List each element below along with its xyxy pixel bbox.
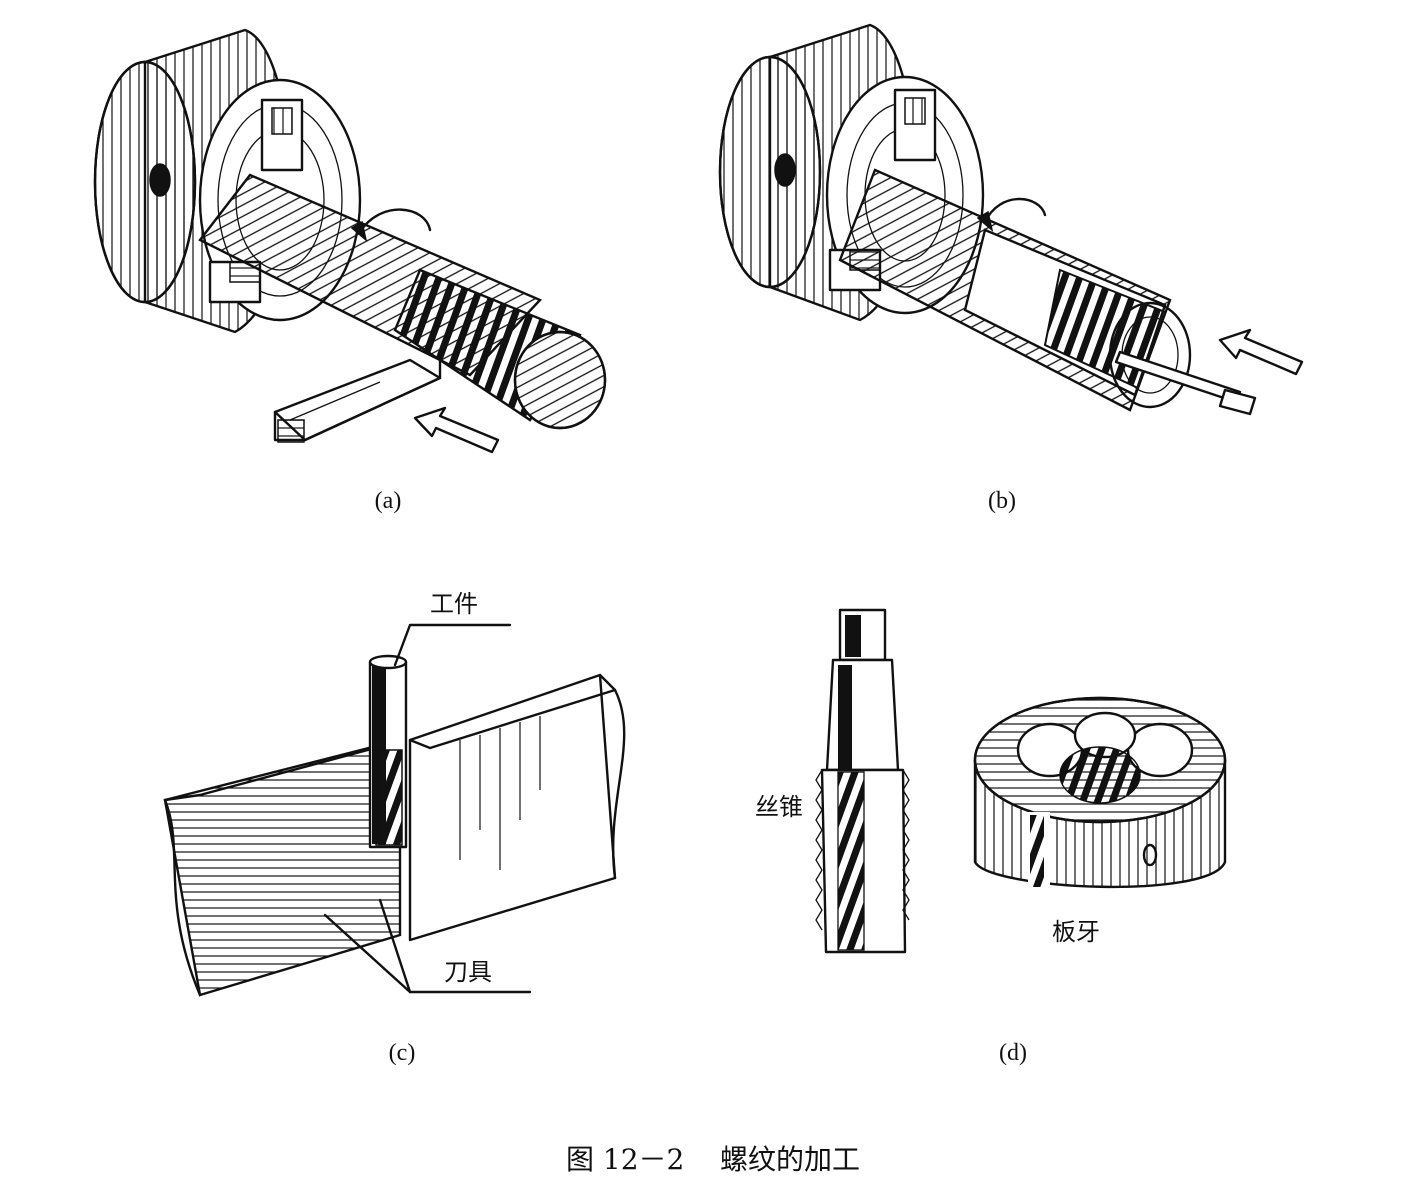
- threading-die: [973, 696, 1227, 890]
- panel-c-thread-rolling: 工件 刀具 (c): [163, 590, 626, 1066]
- feed-arrow-b: [1218, 328, 1304, 376]
- label-tool: 刀具: [444, 958, 492, 986]
- rolling-die-upper: [408, 673, 626, 942]
- leader-workpiece: [393, 623, 512, 667]
- panel-c-label: (c): [389, 1040, 416, 1066]
- turning-tool: [273, 358, 442, 443]
- rotation-arrow: [983, 197, 1047, 224]
- figure-caption: 图 12－2 螺纹的加工: [566, 1143, 860, 1176]
- rolling-workpiece: [368, 654, 408, 849]
- label-tap: 丝锥: [755, 793, 803, 821]
- label-workpiece: 工件: [430, 590, 478, 618]
- panel-b-internal-thread-turning: (b): [718, 23, 1304, 514]
- caption-title: 螺纹的加工: [720, 1143, 860, 1176]
- hollow-workpiece: [838, 168, 1192, 412]
- panel-d-label: (d): [999, 1040, 1027, 1066]
- panel-a-label: (a): [375, 488, 402, 514]
- caption-number: 图 12－2: [566, 1143, 684, 1176]
- boring-bar: [1114, 350, 1257, 416]
- feed-arrow-a: [413, 406, 500, 454]
- rotation-arrow: [358, 208, 432, 234]
- panel-b-label: (b): [988, 488, 1016, 514]
- panel-d-tap-and-die: 丝锥 板牙 (d): [755, 608, 1227, 1066]
- label-die: 板牙: [1052, 918, 1100, 946]
- panel-a-external-thread-turning: (a): [93, 28, 607, 514]
- tap-tool: [815, 608, 910, 954]
- workpiece-shaft: [198, 173, 607, 430]
